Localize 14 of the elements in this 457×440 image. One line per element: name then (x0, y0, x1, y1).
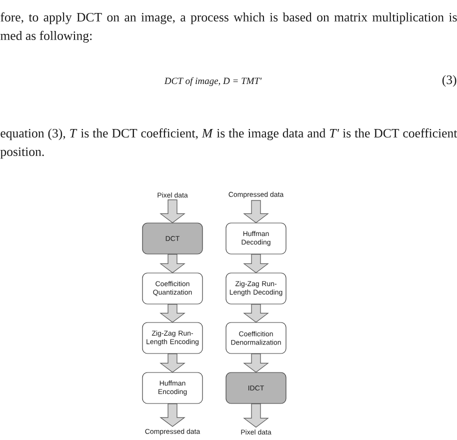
block-arrow (243, 254, 269, 274)
block-arrow (243, 304, 269, 323)
equation-number: (3) (442, 75, 456, 87)
block-arrow (160, 199, 186, 224)
block-arrow (160, 304, 186, 323)
block-arrow (243, 200, 269, 224)
block-arrow (243, 404, 269, 428)
block-arrow (160, 354, 186, 373)
block-arrow (243, 354, 269, 373)
equation: DCT of image, D = TMT' (164, 77, 262, 86)
block-arrow (160, 254, 186, 274)
paragraph: fore, to apply DCT on an image, a process which is based on matrix multiplication is med as following: (0, 12, 457, 43)
block-arrow (160, 404, 186, 427)
paragraph: equation (3), T is the DCT coefficient, M is the image data and T' is the DCT coefficient position. (0, 128, 457, 159)
